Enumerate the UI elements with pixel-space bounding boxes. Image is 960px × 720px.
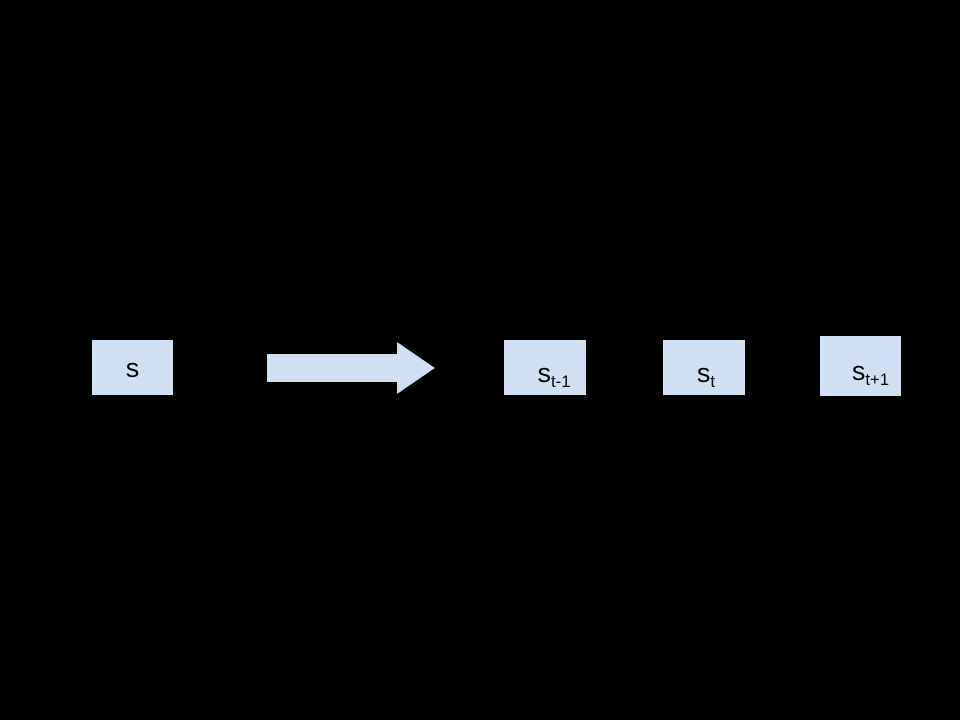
state-node-s-label: s (125, 353, 140, 383)
subscript-t-minus-1: t-1 (550, 372, 571, 392)
state-node-s-t[interactable]: st (663, 340, 745, 395)
state-node-s[interactable]: s (92, 340, 173, 395)
subscript-t-plus-1: t+1 (865, 370, 890, 390)
subscript-t: t (710, 372, 716, 392)
state-node-s-t-label: st (696, 358, 716, 392)
state-node-s-t-plus-1-label: st+1 (851, 356, 890, 390)
right-block-arrow-icon (267, 342, 435, 394)
transition-arrow[interactable] (265, 340, 437, 396)
state-node-s-t-minus-1-label: st-1 (537, 358, 571, 392)
state-node-s-t-plus-1[interactable]: st+1 (820, 336, 901, 396)
state-node-s-t-minus-1[interactable]: st-1 (504, 340, 586, 395)
